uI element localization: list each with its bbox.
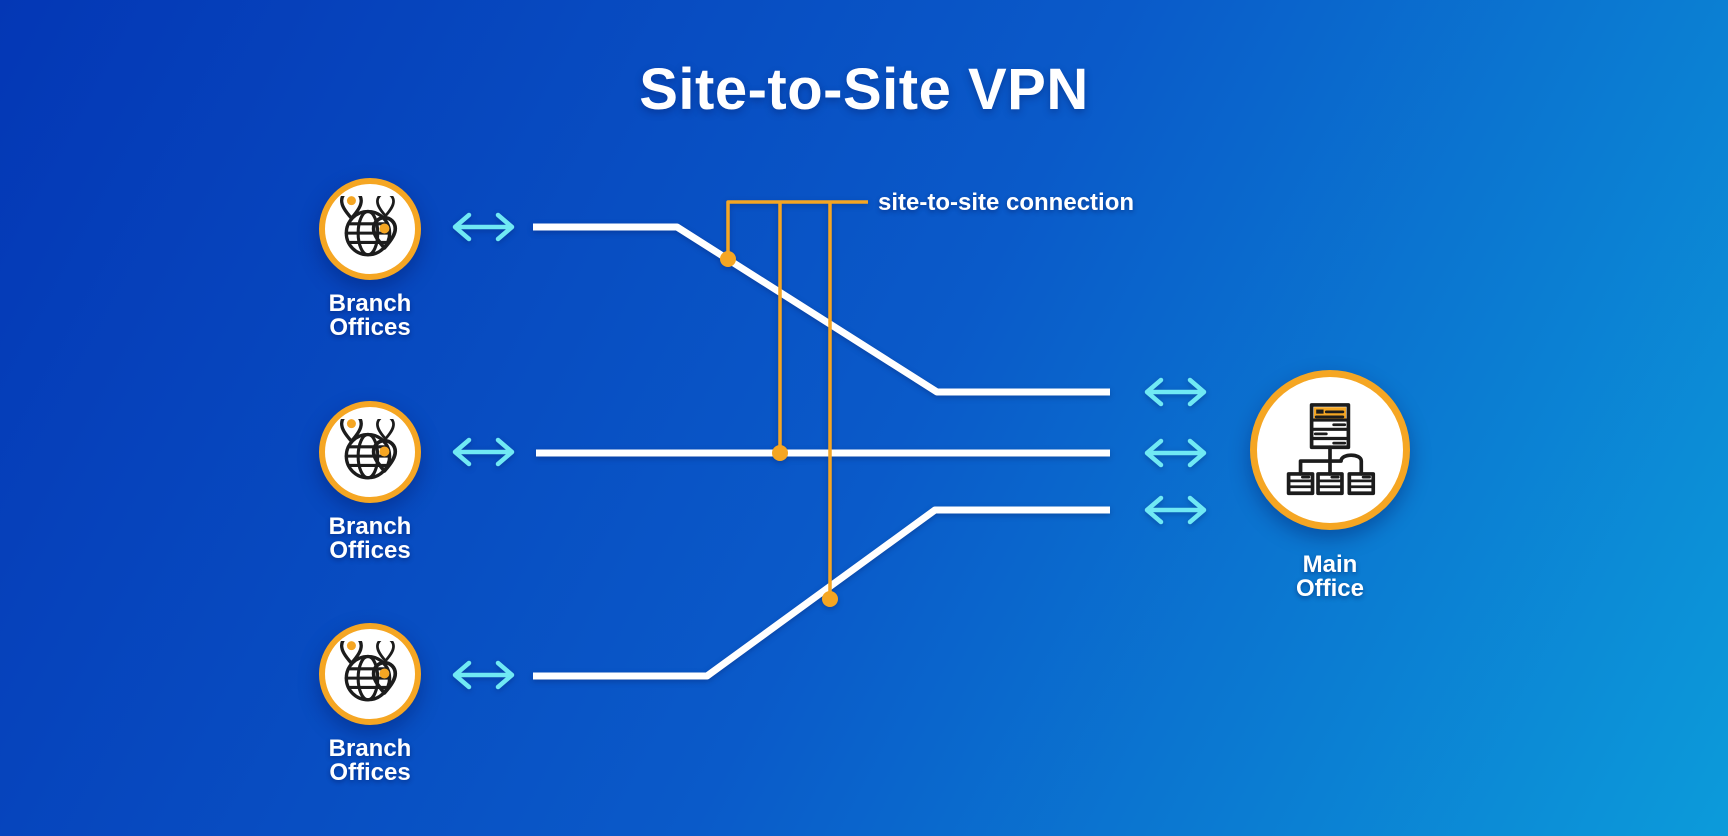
- bidirectional-arrow-icon: [1147, 380, 1204, 404]
- branch-office-node-3: [319, 623, 421, 725]
- bidirectional-arrow-icon: [1147, 498, 1204, 522]
- branch-office-node-2: [319, 401, 421, 503]
- bidirectional-arrow-icon: [1147, 441, 1204, 465]
- tunnel-line-branch1: [533, 223, 1110, 396]
- site-to-site-connection-label: site-to-site connection: [878, 189, 1135, 216]
- connection-dot-1: [720, 251, 736, 267]
- office-network-icon: [1286, 403, 1376, 496]
- globe-locations-icon: [339, 641, 398, 702]
- diagram-title: Site-to-Site VPN: [639, 57, 1089, 122]
- tunnel-line-branch3: [533, 506, 1110, 680]
- globe-locations-icon: [339, 419, 398, 480]
- bidirectional-arrow-icon: [455, 663, 512, 687]
- bidirectional-arrow-icon: [455, 215, 512, 239]
- branch-office-label-1: Branch Offices: [328, 290, 412, 341]
- main-office-label: Main Office: [1295, 551, 1364, 602]
- branch-office-label-2: Branch Offices: [328, 513, 412, 564]
- globe-locations-icon: [339, 196, 398, 257]
- connection-dot-2: [772, 445, 788, 461]
- branch-office-label-3: Branch Offices: [328, 735, 412, 786]
- bidirectional-arrow-icon: [455, 440, 512, 464]
- connection-dot-3: [822, 591, 838, 607]
- branch-office-node-1: [319, 178, 421, 280]
- connection-callout-line-1: [726, 200, 868, 256]
- main-office-node: [1250, 370, 1410, 530]
